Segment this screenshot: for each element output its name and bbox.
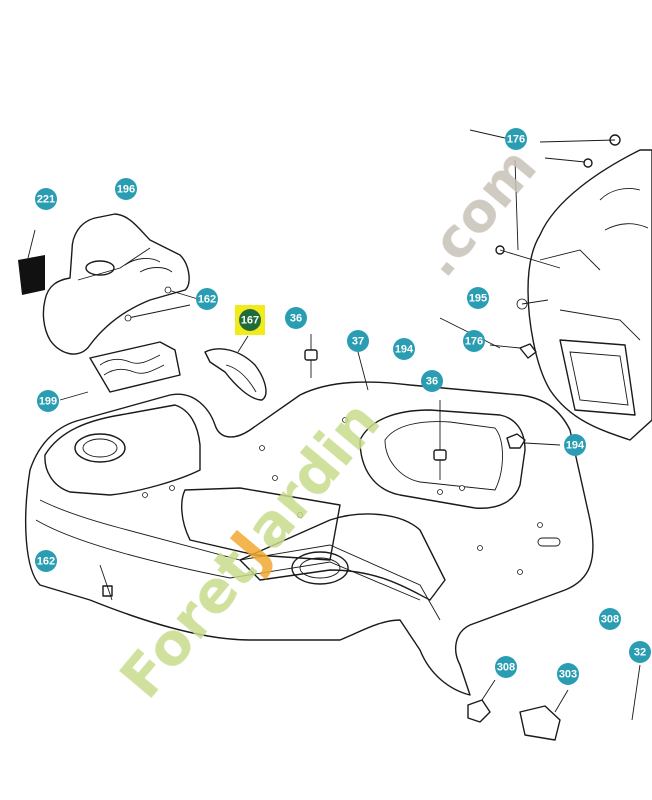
callout-label: 196 — [117, 184, 135, 196]
callout-label: 36 — [290, 313, 302, 325]
callout-194[interactable]: 194 — [564, 434, 586, 456]
callout-36[interactable]: 36 — [421, 370, 443, 392]
callout-37[interactable]: 37 — [347, 330, 369, 352]
callout-label: 308 — [497, 662, 515, 674]
callout-circle — [463, 330, 485, 352]
callout-circle — [285, 307, 307, 329]
callout-176[interactable]: 176 — [463, 330, 485, 352]
callout-308[interactable]: 308 — [495, 656, 517, 678]
callout-label: 176 — [465, 336, 483, 348]
callout-circle — [467, 287, 489, 309]
callout-303[interactable]: 303 — [557, 663, 579, 685]
callout-circle — [347, 330, 369, 352]
callout-162[interactable]: 162 — [196, 288, 218, 310]
callout-label: 32 — [634, 647, 646, 659]
callout-176[interactable]: 176 — [505, 128, 527, 150]
fender-body-drawing — [25, 381, 594, 696]
callout-label: 37 — [352, 336, 364, 348]
callout-circle — [495, 656, 517, 678]
callout-circle — [505, 128, 527, 150]
callout-32[interactable]: 32 — [629, 641, 651, 663]
callout-circle — [35, 550, 57, 572]
callout-label: 199 — [39, 396, 57, 408]
callout-circle — [115, 178, 137, 200]
callout-221[interactable]: 221 — [35, 188, 57, 210]
callout-308[interactable]: 308 — [599, 608, 621, 630]
panels-drawing — [59, 335, 267, 401]
bolts-drawing — [304, 334, 561, 480]
callout-circle — [629, 641, 651, 663]
callout-circle — [599, 608, 621, 630]
callout-label: 221 — [37, 194, 55, 206]
callout-194[interactable]: 194 — [393, 338, 415, 360]
lower-parts-drawing — [467, 664, 641, 741]
callout-label: 194 — [395, 344, 414, 356]
callout-label: 162 — [37, 556, 55, 568]
callout-label: 162 — [198, 294, 216, 306]
callout-162[interactable]: 162 — [35, 550, 57, 572]
callout-195[interactable]: 195 — [467, 287, 489, 309]
callout-label: 194 — [566, 440, 585, 452]
callout-label: 167 — [241, 315, 259, 327]
watermark: ForetJardin .com — [107, 136, 549, 711]
callout-196[interactable]: 196 — [115, 178, 137, 200]
callout-circle — [35, 188, 57, 210]
callout-label: 195 — [469, 293, 487, 305]
callout-label: 176 — [507, 134, 525, 146]
callout-199[interactable]: 199 — [37, 390, 59, 412]
svg-text:ForetJardin: ForetJardin — [107, 388, 394, 711]
callout-label: 36 — [426, 376, 438, 388]
callout-circle — [37, 390, 59, 412]
watermark-text-com: .com — [407, 136, 549, 288]
callout-label: 303 — [559, 669, 577, 681]
console-drawing — [18, 213, 209, 355]
callout-36[interactable]: 36 — [285, 307, 307, 329]
callout-circle — [557, 663, 579, 685]
callout-layer: 221 196 162 167 36 37 194 176 195 176 36 194 199 162 3… — [35, 128, 651, 685]
callout-label: 308 — [601, 614, 619, 626]
callout-circle — [421, 370, 443, 392]
callout-circle — [564, 434, 586, 456]
callout-circle — [196, 288, 218, 310]
callout-167-highlighted[interactable]: 167 — [235, 305, 265, 335]
callout-circle — [393, 338, 415, 360]
steering-housing-drawing — [439, 129, 652, 441]
callout-circle — [239, 309, 261, 331]
watermark-text-foret: Foret — [107, 535, 270, 711]
